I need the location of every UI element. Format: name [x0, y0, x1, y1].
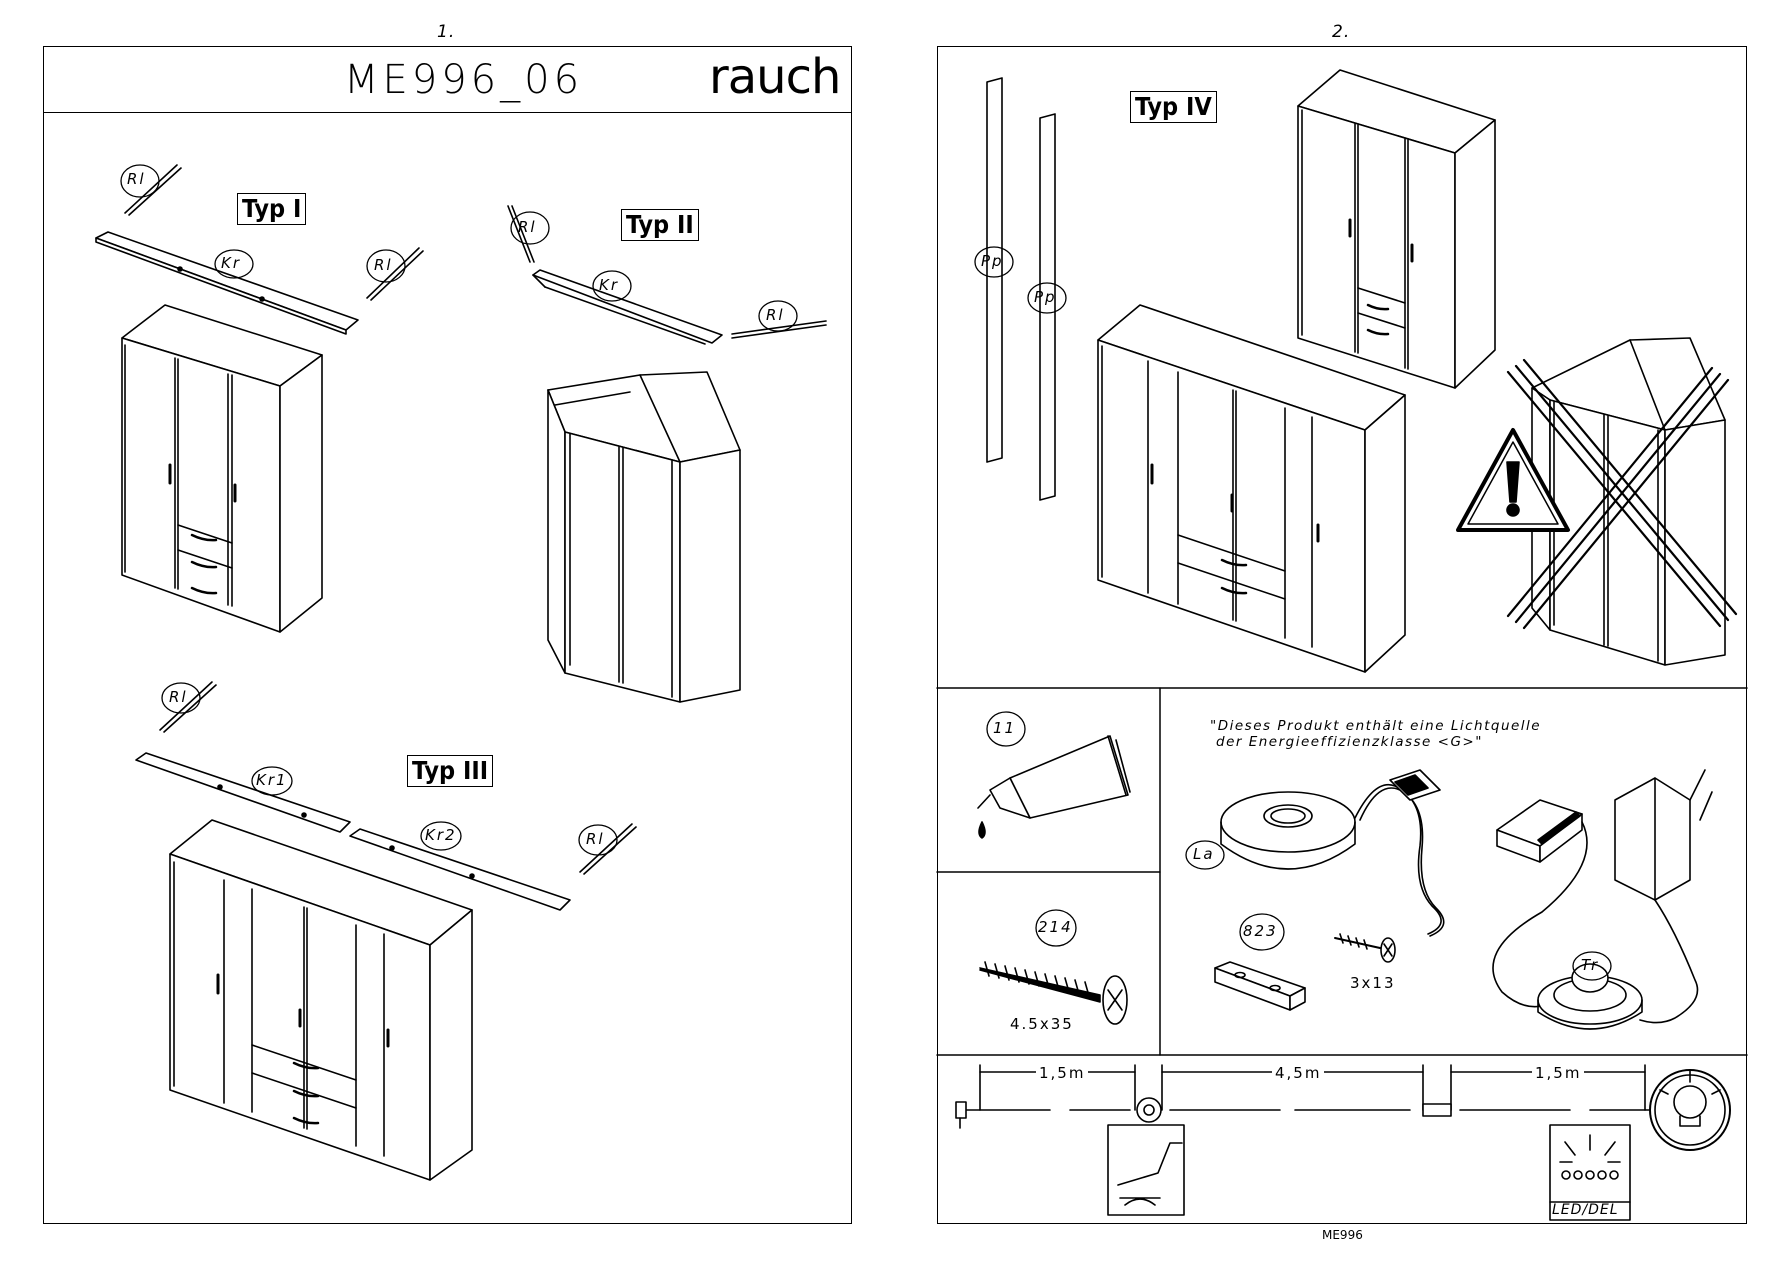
- posts-pp: [986, 77, 1056, 501]
- screw-size-3x13: 3x13: [1350, 974, 1396, 992]
- part-label-rl: Rl: [766, 306, 785, 324]
- rail-rl-6: [579, 823, 637, 875]
- warning-triangle-icon: [1456, 428, 1570, 532]
- rail-rl-3: [507, 205, 535, 263]
- label-circles-p1: [120, 164, 798, 856]
- typ3-label: Typ III: [407, 755, 494, 787]
- page-1-frame: ME996_06 rauch: [43, 46, 852, 1224]
- typ1-wardrobe: [121, 304, 323, 633]
- part-label-pp: Pp: [1034, 288, 1057, 306]
- glue-tube-icon: [977, 711, 1131, 839]
- cable-length-2: 4,5m: [1272, 1064, 1325, 1082]
- part-label-tr: Tr: [1581, 956, 1600, 974]
- cable-length-3: 1,5m: [1532, 1064, 1585, 1082]
- lighting-note-line2: der Energieeffizienzklasse <G>": [1216, 734, 1483, 750]
- transformer-icon: [1492, 769, 1713, 1024]
- part-label-rl: Rl: [374, 256, 393, 274]
- led-lamp-icon: [1185, 769, 1445, 937]
- page-2-frame: [937, 46, 1747, 1224]
- page2-dividers: [936, 687, 1748, 1056]
- cable-length-1: 1,5m: [1036, 1064, 1089, 1082]
- part-label-kr1: Kr1: [256, 771, 288, 789]
- cable-diagram: [955, 1064, 1731, 1221]
- part-label-kr: Kr: [221, 254, 242, 272]
- part-label-rl: Rl: [169, 688, 188, 706]
- page-number-1: 1.: [437, 22, 456, 42]
- crossed-corner-wardrobe: [1506, 337, 1738, 666]
- rail-rl-2: [366, 247, 424, 301]
- part-label-kr2: Kr2: [425, 826, 457, 844]
- typ4-small-wardrobe: [1297, 69, 1496, 389]
- connector-823-icon: [1214, 913, 1306, 1011]
- screw-small-icon: [1334, 933, 1396, 963]
- title-bar: ME996_06 rauch: [44, 47, 851, 113]
- typ1-label: Typ I: [237, 193, 307, 225]
- hardware-number-823: 823: [1243, 922, 1278, 940]
- part-label-kr: Kr: [599, 276, 620, 294]
- label-circles-p2: [974, 246, 1067, 314]
- foot-switch-icon: [1537, 951, 1643, 1030]
- typ3-wardrobe: [169, 819, 473, 1181]
- page-number-2: 2.: [1332, 22, 1351, 42]
- rail-rl-5: [159, 681, 217, 733]
- screw-large-icon: [979, 909, 1128, 1025]
- part-label-rl: Rl: [518, 218, 537, 236]
- part-label-rl: Rl: [586, 830, 605, 848]
- typ1-crown-board: [95, 231, 359, 335]
- part-label-pp: Pp: [981, 252, 1004, 270]
- typ4-label: Typ IV: [1130, 91, 1217, 123]
- screw-size-4.5x35: 4.5x35: [1010, 1015, 1074, 1033]
- hardware-number-11: 11: [993, 719, 1017, 737]
- hardware-number-214: 214: [1038, 918, 1073, 936]
- typ2-corner-wardrobe: [547, 371, 741, 703]
- part-label-rl: Rl: [127, 170, 146, 188]
- typ4-large-wardrobe: [1097, 304, 1406, 673]
- led-label: LED/DEL: [1552, 1202, 1619, 1218]
- part-label-la: La: [1193, 845, 1215, 863]
- lighting-note-line1: "Dieses Produkt enthält eine Lichtquelle: [1210, 718, 1542, 734]
- brand-logo: rauch: [709, 49, 841, 105]
- typ3-crown-boards: [135, 752, 571, 911]
- model-number: ME996_06: [344, 57, 584, 103]
- typ2-label: Typ II: [621, 209, 699, 241]
- typ2-crown-board: [532, 269, 723, 345]
- footer-code: ME996: [1322, 1228, 1363, 1242]
